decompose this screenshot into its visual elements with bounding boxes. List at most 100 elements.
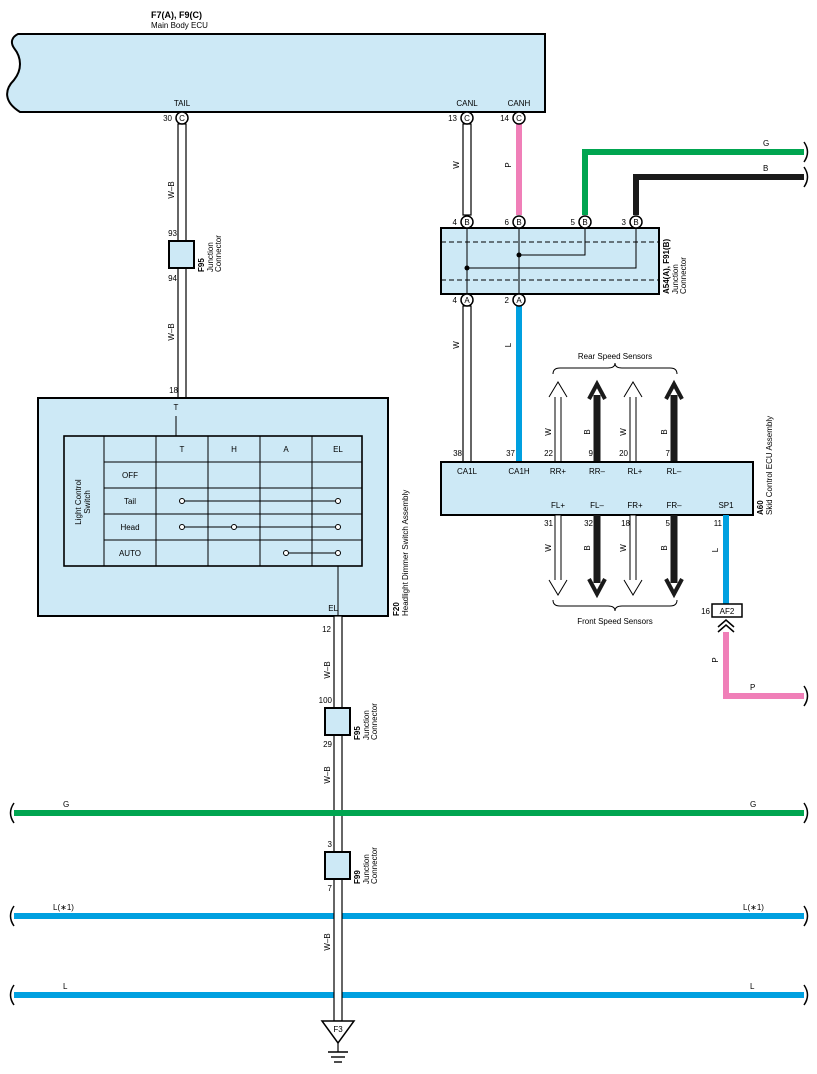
a60-bottom-label-fr-minus: FR– bbox=[666, 501, 682, 510]
pin-tail: C 30 bbox=[163, 111, 189, 125]
a54-pin-top-4-num: 3 bbox=[622, 218, 627, 227]
canl-pin-label: CANL bbox=[456, 99, 478, 108]
f95-lower-junction-2: Connector bbox=[370, 703, 379, 740]
front-sensors-label: Front Speed Sensors bbox=[577, 617, 653, 626]
bus-l1-label-right: L(∗1) bbox=[743, 903, 764, 912]
junction-f95-lower: 100 29 F95 Junction Connector bbox=[319, 696, 379, 749]
a54-pin-top-3-conn: B bbox=[582, 218, 587, 227]
a54-pin-bottom-1: A 4 bbox=[453, 293, 474, 307]
switch-col-el: EL bbox=[333, 445, 343, 454]
bus-l1-label-left: L(∗1) bbox=[53, 903, 74, 912]
wire-code-p-1: P bbox=[504, 162, 513, 167]
a54-pin-top-2-conn: B bbox=[516, 218, 521, 227]
a60-top-num-rr-minus: 9 bbox=[589, 449, 594, 458]
switch-col-a: A bbox=[283, 445, 289, 454]
f20-name: Headlight Dimmer Switch Assembly bbox=[401, 490, 410, 616]
a54-pin-bottom-2-num: 2 bbox=[505, 296, 510, 305]
a54-code: A54(A), F91(B) bbox=[662, 239, 671, 294]
a60-name: Skid Control ECU Assembly bbox=[765, 416, 774, 515]
rear-sensor-rl-minus-wire: B bbox=[660, 379, 684, 462]
wire-code-w-rr: W bbox=[544, 428, 553, 436]
a60-bottom-num-fr-minus: 5 bbox=[666, 519, 671, 528]
f95-lower-bottom-pin: 29 bbox=[323, 740, 332, 749]
bus-g-label-left: G bbox=[63, 800, 69, 809]
f20-bottom-pin-num: 12 bbox=[322, 625, 331, 634]
wire-code-wb-2: W–B bbox=[167, 323, 176, 340]
a60-top-label-rl-plus: RL+ bbox=[628, 467, 643, 476]
wire-ca1l-w: W bbox=[452, 305, 472, 463]
a60-bottom-num-fr-plus: 18 bbox=[621, 519, 630, 528]
wire-ca1h-l: L bbox=[504, 306, 522, 462]
a60-bottom-num-sp1: 11 bbox=[714, 519, 723, 528]
wire-code-wb-3: W–B bbox=[323, 661, 332, 678]
a54-junction-2: Connector bbox=[679, 257, 688, 294]
wire-canl-w: W bbox=[452, 123, 472, 216]
front-speed-sensors: W B W B Front Speed Sensors bbox=[544, 514, 684, 626]
a54-pin-top-1-num: 4 bbox=[453, 218, 458, 227]
a60-bottom-num-fl-plus: 31 bbox=[544, 519, 553, 528]
wire-p-label: P bbox=[750, 683, 755, 692]
pin-canl-conn: C bbox=[464, 114, 470, 123]
wire-code-wb-5: W–B bbox=[323, 933, 332, 950]
f99-top-pin: 3 bbox=[328, 840, 333, 849]
rear-sensor-rr-minus-wire: B bbox=[583, 379, 607, 462]
bus-l-label-left: L bbox=[63, 982, 68, 991]
wire-code-b-rr: B bbox=[583, 429, 592, 434]
a54-pin-bottom-2: A 2 bbox=[505, 293, 526, 307]
wire-code-wb-4: W–B bbox=[323, 766, 332, 783]
f99-code: F99 bbox=[353, 870, 362, 884]
wire-b-label: B bbox=[763, 164, 768, 173]
ecu-code: F7(A), F9(C) bbox=[151, 10, 202, 20]
ecu-name: Main Body ECU bbox=[151, 21, 208, 30]
front-sensor-fl-plus-wire: W bbox=[544, 514, 568, 596]
bus-g-label-right: G bbox=[750, 800, 756, 809]
headlight-dimmer-switch-assembly: 18 T EL F20 Headlight Dimmer Switch Asse… bbox=[37, 386, 410, 617]
switch-row-off: OFF bbox=[122, 471, 138, 480]
front-sensor-fr-minus-wire: B bbox=[660, 515, 684, 599]
a60-top-num-ca1h: 37 bbox=[506, 449, 515, 458]
f99-junction-2: Connector bbox=[370, 847, 379, 884]
f20-top-pin-num: 18 bbox=[169, 386, 178, 395]
wire-code-p-af2: P bbox=[711, 657, 720, 662]
a60-code: A60 bbox=[756, 500, 765, 515]
a54-pin-top-2-num: 6 bbox=[505, 218, 510, 227]
junction-f99: 3 7 F99 Junction Connector bbox=[324, 840, 379, 893]
f99-junction-1: Junction bbox=[362, 854, 371, 884]
a60-top-num-rl-minus: 7 bbox=[666, 449, 671, 458]
wire-code-w-1: W bbox=[452, 161, 461, 169]
wire-b-right: B bbox=[633, 164, 809, 215]
a54-pin-top-3: B 5 bbox=[571, 215, 592, 229]
main-body-ecu: F7(A), F9(C) Main Body ECU TAIL CANL CAN… bbox=[6, 10, 546, 113]
front-sensor-fr-plus-wire: W bbox=[619, 514, 643, 596]
rear-sensors-label: Rear Speed Sensors bbox=[578, 352, 652, 361]
switch-title-1: Light Control bbox=[74, 479, 83, 525]
rear-speed-sensors: Rear Speed Sensors W B W B bbox=[544, 352, 684, 463]
ground-code: F3 bbox=[333, 1025, 343, 1034]
f95-lower-junction-1: Junction bbox=[362, 710, 371, 740]
a60-top-label-ca1h: CA1H bbox=[508, 467, 530, 476]
f20-code: F20 bbox=[392, 602, 401, 616]
f99-bottom-pin: 7 bbox=[328, 884, 333, 893]
a60-top-label-rr-plus: RR+ bbox=[550, 467, 567, 476]
f20-top-pin-label: T bbox=[174, 403, 179, 412]
bus-wire-l1: L(∗1) L(∗1) bbox=[9, 903, 809, 927]
switch-title-2: Switch bbox=[83, 490, 92, 514]
wire-af2-p: P P bbox=[711, 632, 809, 707]
pin-canl: C 13 bbox=[448, 111, 474, 125]
f95-upper-code: F95 bbox=[197, 258, 206, 272]
wire-code-b-fl: B bbox=[583, 545, 592, 550]
a60-top-label-ca1l: CA1L bbox=[457, 467, 478, 476]
switch-col-t: T bbox=[180, 445, 185, 454]
a60-top-num-ca1l: 38 bbox=[453, 449, 462, 458]
wire-code-b-fr: B bbox=[660, 545, 669, 550]
wire-sp1-l: L bbox=[711, 515, 729, 604]
front-sensor-fl-minus-wire: B bbox=[583, 515, 607, 599]
bus-l-label-right: L bbox=[750, 982, 755, 991]
wire-code-l-sp1: L bbox=[711, 547, 720, 552]
a54-pin-top-4: B 3 bbox=[622, 215, 643, 229]
a54-pin-bottom-1-num: 4 bbox=[453, 296, 458, 305]
switch-row-auto: AUTO bbox=[119, 549, 141, 558]
pin-canh-conn: C bbox=[516, 114, 522, 123]
